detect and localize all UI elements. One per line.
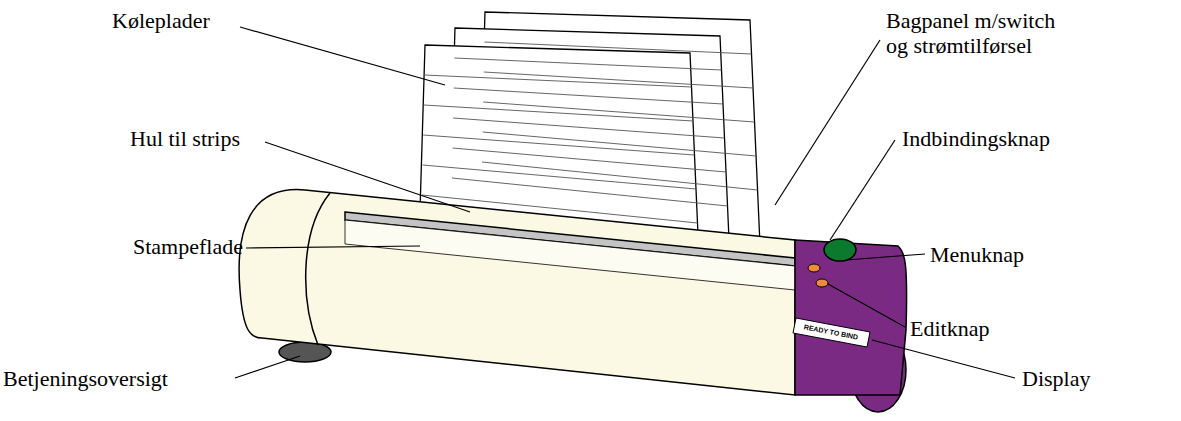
plate-fold [453,148,726,172]
leader-line [775,40,880,205]
end-cap [795,240,907,395]
leader-line [265,142,470,212]
plate-fold [424,75,691,87]
part-label: Display [1022,366,1090,391]
plate-fold [484,42,751,54]
plate-fold [484,72,753,88]
plate-folds [422,42,758,223]
part-label: Menuknap [930,242,1024,267]
body-housing [239,190,795,395]
plate-fold [454,88,723,104]
bind-button [824,239,856,261]
stamp-surface [345,220,795,290]
leader-line [872,340,1015,378]
part-label: Bagpanel m/switch og strømtilførsel [886,8,1076,59]
edit-button [816,279,828,287]
machine-body [239,190,907,412]
plate-fold [482,162,758,190]
display-text: READY TO BIND [803,323,858,340]
plate-fold [483,102,754,122]
leader-line [830,140,895,240]
plate-fold [453,118,724,138]
leader-lines [235,27,1015,378]
end-seam [306,193,330,345]
plate-fold [454,58,721,70]
part-label: Betjeningsoversigt [3,366,168,391]
leader-line [246,246,420,248]
part-label: Køleplader [112,8,210,33]
plate-fold [483,132,756,156]
part-label: Hul til strips [130,126,240,151]
plate-fold [424,105,693,121]
part-label: Editknap [910,316,989,341]
part-label: Stampeflade [133,234,243,259]
leader-line [235,356,300,378]
leader-line [846,254,925,260]
plate-fold [423,135,694,155]
menu-button [808,264,820,272]
leader-line [240,27,445,85]
part-label: Indbindingsknap [902,126,1050,151]
leader-line [828,284,905,327]
plate-fold [423,165,696,189]
display-window [793,318,870,347]
